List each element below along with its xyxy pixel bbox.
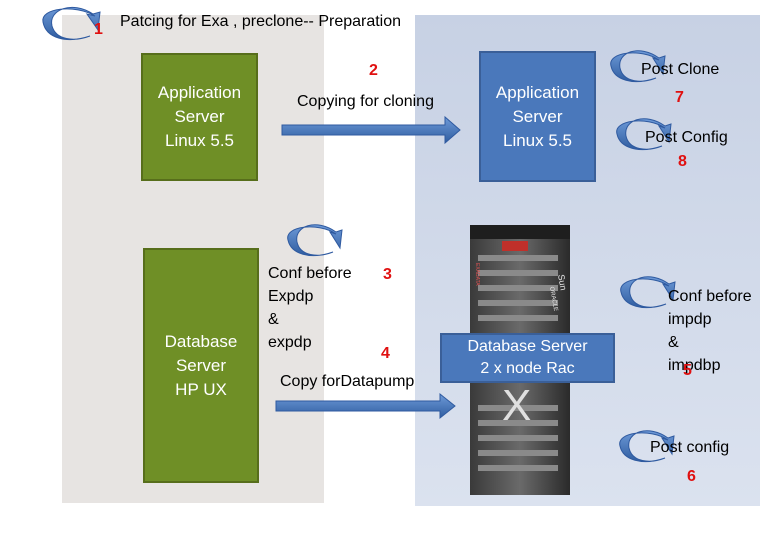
step-1-curved-arrow — [42, 6, 101, 40]
target-db-line-1: Database Server — [467, 338, 588, 355]
source-application-server: Application Server Linux 5.5 — [141, 53, 258, 181]
rack-x-mark: X — [502, 381, 531, 430]
step-6-label: Post config — [650, 439, 730, 456]
step-2-label: Copying for cloning — [297, 93, 434, 110]
step-5-line-4: impdbp — [668, 357, 721, 374]
step-3-number: 3 — [383, 266, 392, 283]
target-application-server: Application Server Linux 5.5 — [479, 51, 596, 182]
step-5-label: Conf before impdp & impdbp — [668, 285, 752, 377]
step-5-curved-arrow — [620, 276, 676, 308]
step-7-curved-arrow — [610, 50, 666, 82]
target-db-line-2: 2 x node Rac — [480, 360, 575, 377]
source-app-line-1: Application — [157, 83, 242, 102]
copy-datapump-arrow — [275, 392, 456, 420]
source-db-line-1: Database — [164, 331, 238, 351]
step-5-line-2: impdp — [668, 311, 712, 328]
target-app-line-1: Application — [495, 82, 580, 102]
step-1-number: 1 — [94, 21, 103, 38]
copy-clone-arrow — [281, 115, 461, 145]
step-4-label: Copy forDatapump — [280, 373, 415, 390]
source-app-line-3: Linux 5.5 — [165, 131, 234, 150]
rack-name-text: EXADATA — [474, 263, 480, 286]
step-8-number: 8 — [678, 153, 687, 170]
step-3-line-1: Conf before — [268, 265, 352, 282]
step-3-line-4: expdp — [268, 334, 312, 351]
rack-vendor-text: ORACLE — [548, 286, 558, 311]
rack-brand-text: Sun — [556, 274, 569, 292]
step-3-line-3: & — [268, 311, 279, 328]
step-3-label: Conf before Expdp & expdp — [268, 262, 352, 354]
step-5-number: 5 — [683, 362, 692, 379]
step-6-curved-arrow — [619, 430, 675, 462]
diagram-title: Patcing for Exa , preclone-- Preparation — [120, 13, 402, 30]
target-app-line-2: Server — [512, 106, 563, 126]
step-3-line-2: Expdp — [268, 288, 314, 305]
step-4-number: 4 — [381, 345, 390, 362]
source-database-server: Database Server HP UX — [143, 248, 259, 483]
step-5-line-1: Conf before — [668, 288, 752, 305]
step-3-curved-arrow — [287, 224, 343, 256]
step-2-number: 2 — [369, 62, 378, 79]
step-8-label: Post Config — [645, 129, 728, 146]
target-app-line-3: Linux 5.5 — [503, 130, 572, 150]
step-6-number: 6 — [687, 468, 696, 485]
step-7-number: 7 — [675, 89, 684, 106]
source-app-line-2: Server — [174, 107, 225, 126]
source-db-line-2: Server — [175, 355, 227, 375]
step-7-label: Post Clone — [641, 61, 720, 78]
step-5-line-3: & — [668, 334, 679, 351]
target-database-server: Database Server 2 x node Rac — [440, 333, 615, 383]
source-db-line-3: HP UX — [175, 379, 227, 399]
step-8-curved-arrow — [616, 118, 672, 150]
